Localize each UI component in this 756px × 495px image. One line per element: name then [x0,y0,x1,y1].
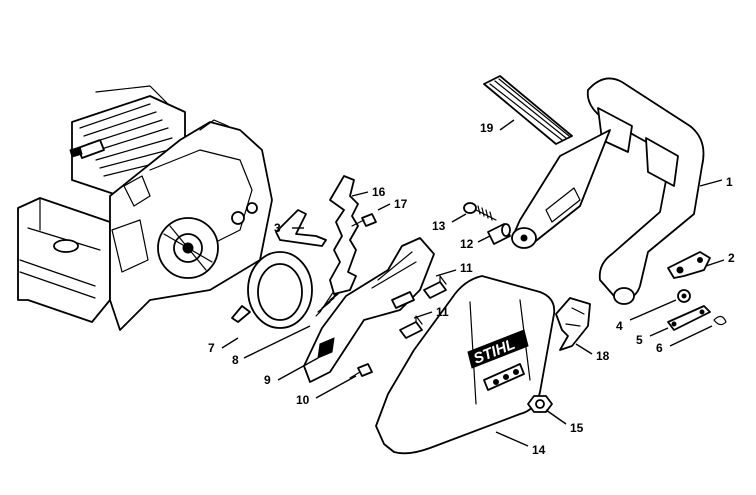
callout-2: 2 [728,251,735,265]
part-2-lever [667,251,711,279]
part-6-e-clip [713,315,727,326]
callout-6: 6 [656,341,663,355]
part-3-spring-clip [275,209,327,247]
callout-7: 7 [208,341,215,355]
part-4-washer [677,289,691,303]
callout-13: 13 [432,219,446,233]
part-14-sprocket-cover: STIHL [375,275,556,455]
callout-labels: 1 2 3 4 5 6 7 8 9 10 11 11 12 13 14 15 1… [208,121,735,457]
part-1-hand-guard [511,77,705,305]
part-11-nut-lower [399,315,423,339]
callout-10: 10 [296,393,310,407]
part-19-grip-strip [483,75,573,145]
engine-powerhead [17,85,273,331]
callout-1: 1 [726,175,733,189]
part-5-link-plate [667,305,711,331]
callout-14: 14 [532,443,546,457]
part-11-nut-upper [423,275,447,299]
part-18-chain-catcher [555,297,591,351]
callout-8: 8 [232,353,239,367]
part-13-adjuster-screw [463,202,497,221]
callout-3: 3 [274,221,281,235]
callout-11-upper: 11 [460,261,473,275]
callout-11-lower: 11 [436,305,449,319]
callout-18: 18 [596,349,610,363]
callout-5: 5 [636,333,643,347]
part-10-screw [349,363,373,379]
callout-19: 19 [480,121,494,135]
callout-9: 9 [264,373,271,387]
callout-12: 12 [460,237,474,251]
callout-16: 16 [372,185,386,199]
callout-4: 4 [616,319,623,333]
part-17-screw [351,213,377,227]
part-7-brake-band [231,251,313,329]
part-16-bracket [329,175,359,295]
part-9-side-plate [303,237,435,383]
callout-15: 15 [570,421,584,435]
callout-17: 17 [394,197,408,211]
part-15-cap-nut [527,395,553,413]
part-12-collar-nut [487,223,511,245]
leader-lines [221,119,725,447]
